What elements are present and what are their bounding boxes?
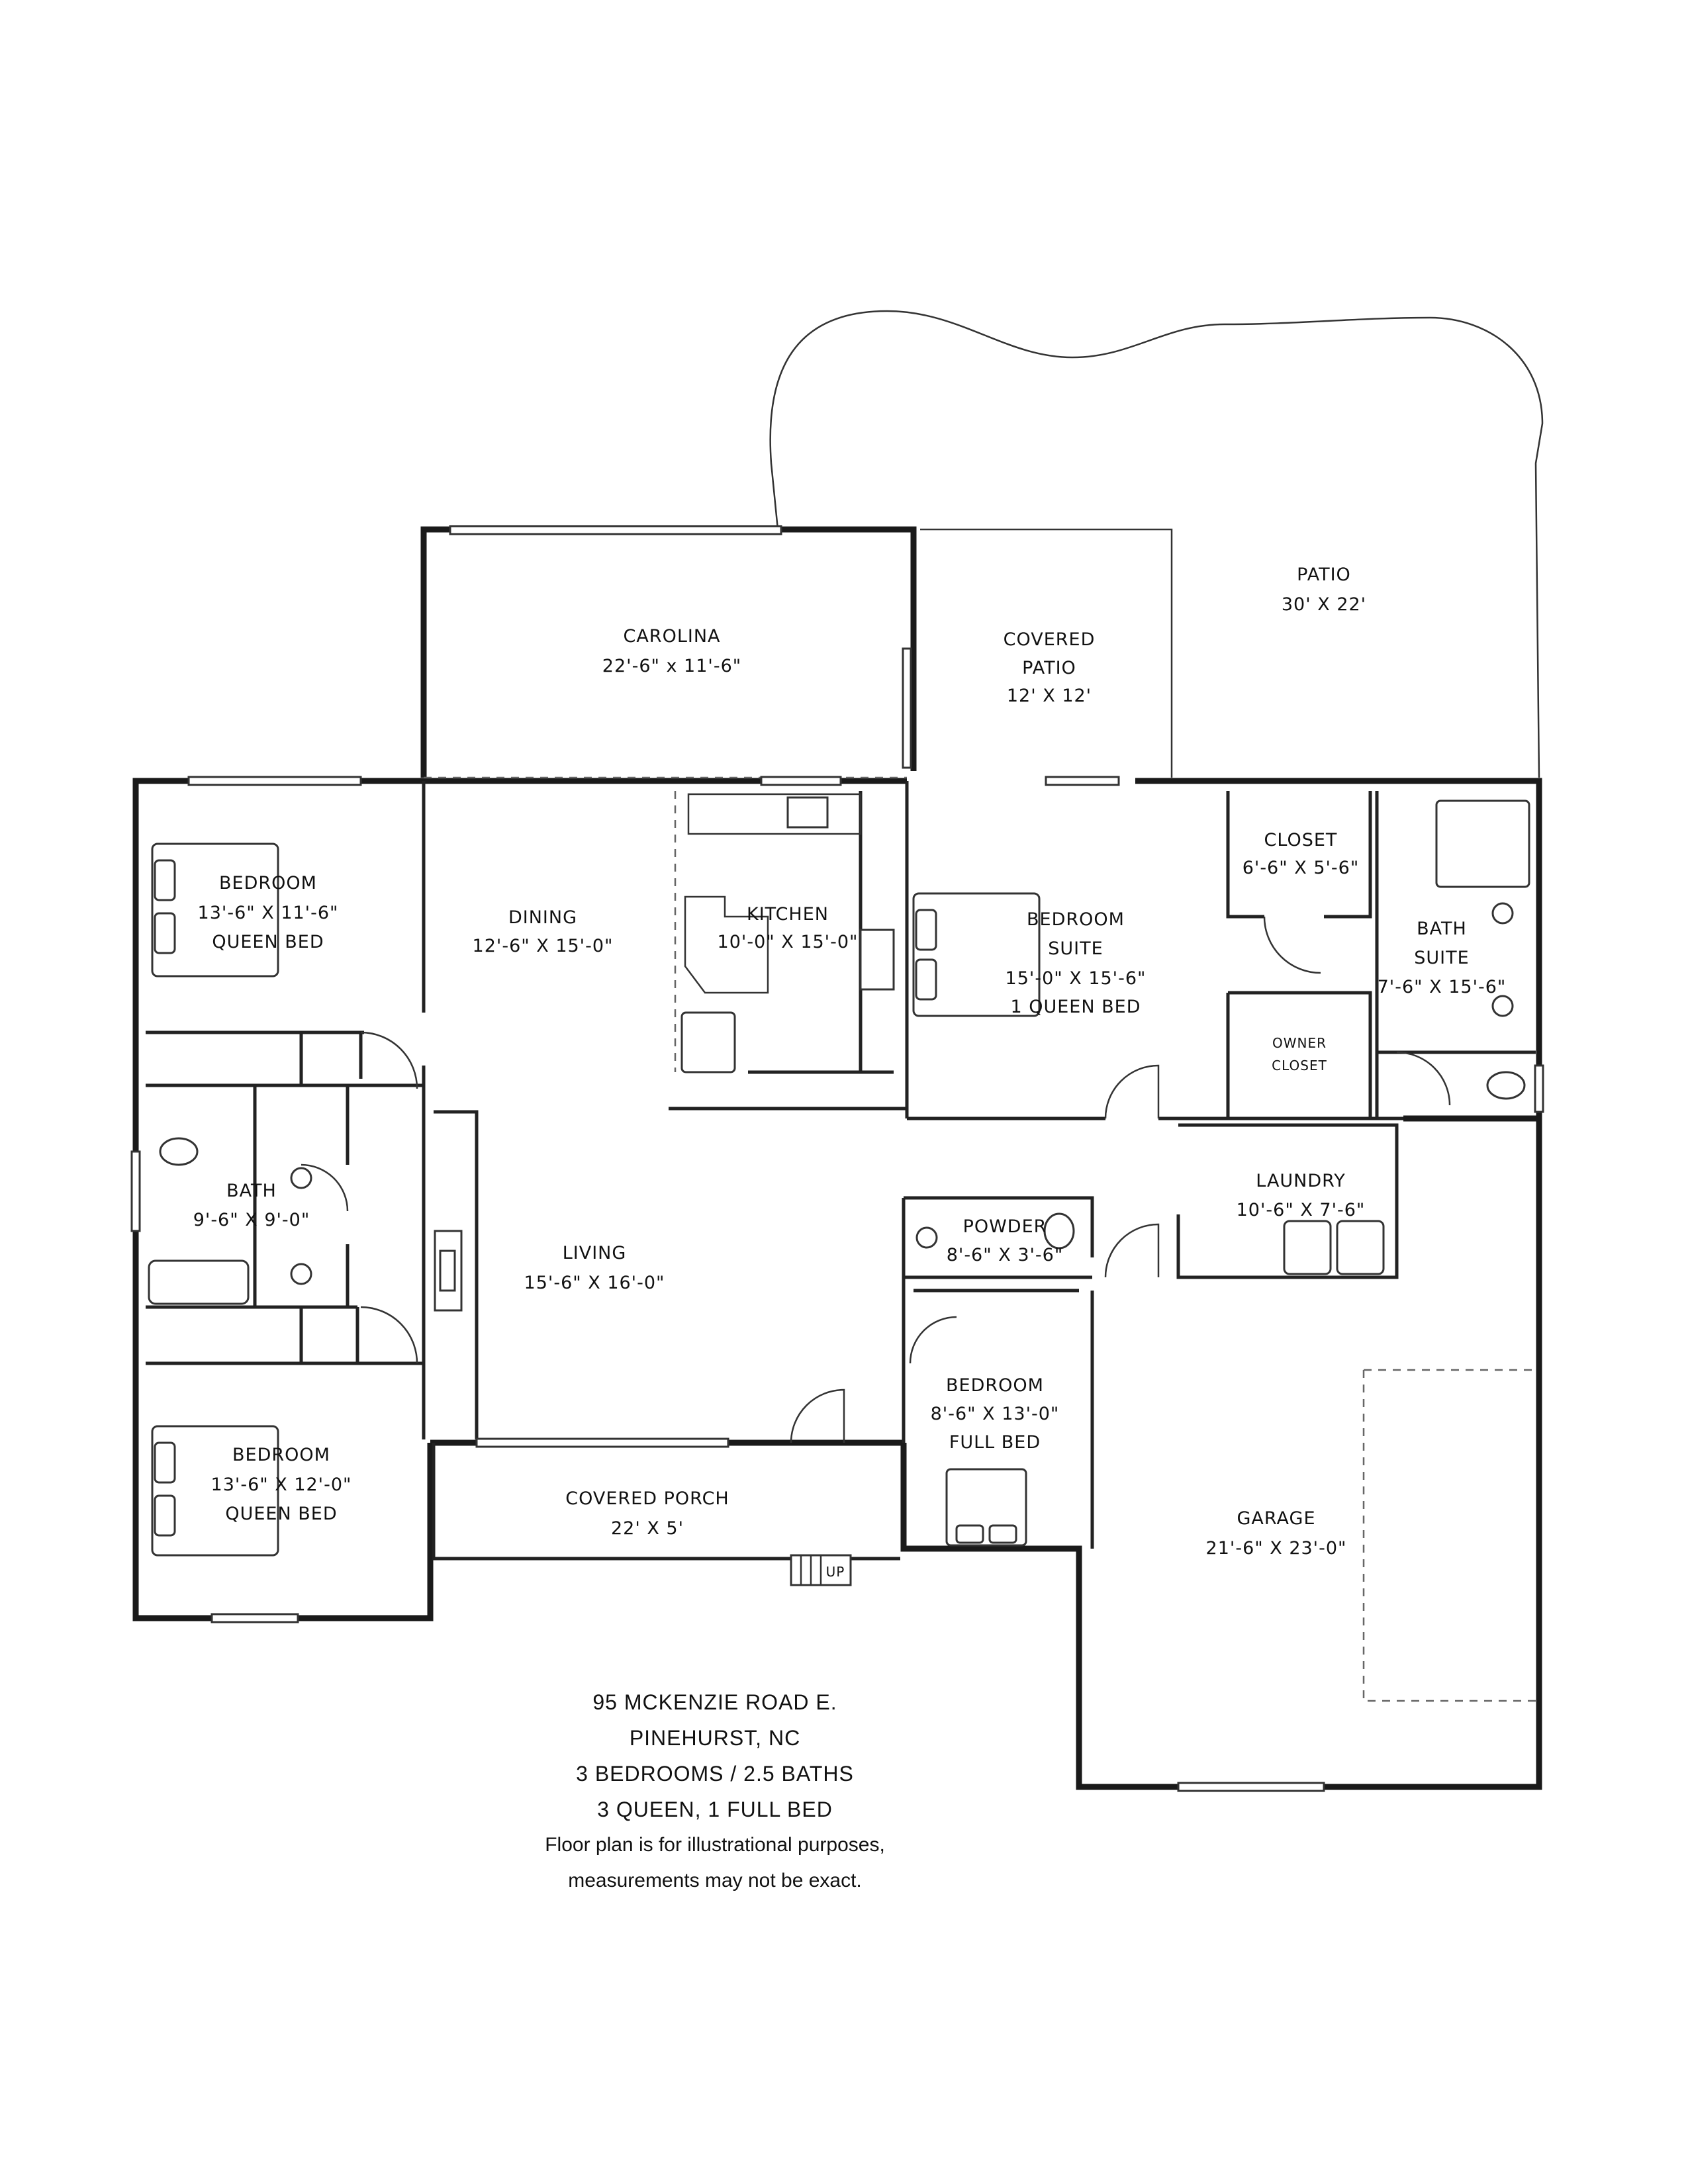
- bedroom-suite-name-1: BEDROOM: [1027, 909, 1125, 930]
- patio-outline: [769, 310, 1544, 778]
- kitchen-name: KITCHEN: [747, 904, 829, 925]
- living-size: 15'-6" X 16'-0": [524, 1273, 665, 1293]
- carolina-name: CAROLINA: [623, 626, 720, 647]
- covered-patio-name-2: PATIO: [1022, 658, 1076, 678]
- owner-closet-name-2: CLOSET: [1272, 1058, 1327, 1073]
- living-name: LIVING: [563, 1243, 627, 1263]
- carolina-walls: [420, 526, 917, 778]
- door-swings: [301, 916, 1451, 1443]
- laundry-size: 10'-6" X 7'-6": [1237, 1200, 1366, 1220]
- covered-patio-name-1: COVERED: [1004, 629, 1096, 650]
- caption-note-2: measurements may not be exact.: [568, 1870, 862, 1891]
- porch-outline: [432, 1443, 900, 1561]
- caption-note-1: Floor plan is for illustrational purpose…: [545, 1834, 885, 1856]
- dashed-openings: [424, 776, 1536, 1702]
- carolina-size: 22'-6" x 11'-6": [602, 656, 741, 676]
- laundry-name: LAUNDRY: [1256, 1171, 1345, 1191]
- bedroom-nw-name: BEDROOM: [219, 873, 317, 893]
- kitchen-size: 10'-0" X 15'-0": [718, 932, 859, 952]
- bath-size: 9'-6" X 9'-0": [193, 1210, 310, 1230]
- closet-size: 6'-6" X 5'-6": [1243, 858, 1360, 878]
- caption-city: PINEHURST, NC: [629, 1726, 801, 1750]
- bath-suite-size: 7'-6" X 15'-6": [1378, 977, 1507, 997]
- caption-address: 95 MCKENZIE ROAD E.: [592, 1690, 837, 1714]
- bath-name: BATH: [226, 1181, 277, 1201]
- bedroom-sw-bed: QUEEN BED: [225, 1504, 337, 1524]
- dining-name: DINING: [508, 907, 577, 928]
- bedroom-sw-name: BEDROOM: [232, 1445, 330, 1465]
- garage-size: 21'-6" X 23'-0": [1206, 1538, 1347, 1559]
- covered-porch-name: COVERED PORCH: [565, 1488, 729, 1509]
- bath-suite-name-1: BATH: [1417, 919, 1467, 939]
- bedroom-nw-size: 13'-6" X 11'-6": [198, 903, 339, 923]
- powder-size: 8'-6" X 3'-6": [947, 1245, 1064, 1265]
- bath-suite-name-2: SUITE: [1414, 948, 1469, 968]
- patio-name: PATIO: [1297, 565, 1351, 585]
- caption-summary: 3 BEDROOMS / 2.5 BATHS: [576, 1762, 854, 1786]
- closet-name: CLOSET: [1264, 830, 1338, 850]
- garage-name: GARAGE: [1237, 1508, 1315, 1529]
- bedroom-suite-bed: 1 QUEEN BED: [1010, 997, 1141, 1017]
- covered-porch-size: 22' X 5': [611, 1518, 684, 1539]
- interior-walls: [146, 781, 1536, 1549]
- powder-name: POWDER: [963, 1216, 1047, 1237]
- windows: [130, 525, 1544, 1792]
- stairs-up-label: UP: [826, 1564, 845, 1580]
- fixtures: [148, 793, 1530, 1557]
- bedroom-sw-size: 13'-6" X 12'-0": [211, 1475, 352, 1495]
- bedroom-suite-size: 15'-0" X 15'-6": [1006, 968, 1147, 989]
- bedroom-suite-name-2: SUITE: [1048, 938, 1103, 959]
- bedroom-nw-bed: QUEEN BED: [212, 932, 324, 952]
- bedroom-full-bed: FULL BED: [949, 1432, 1041, 1453]
- garage-walls: [900, 1115, 1542, 1790]
- bedroom-full-name: BEDROOM: [946, 1375, 1044, 1396]
- room-labels: PATIO 30' X 22' CAROLINA 22'-6" x 11'-6"…: [193, 565, 1507, 1559]
- covered-patio-size: 12' X 12': [1007, 686, 1092, 706]
- porch-stairs: UP: [790, 1554, 852, 1586]
- covered-patio-outline: [920, 528, 1173, 778]
- caption-beds: 3 QUEEN, 1 FULL BED: [597, 1797, 833, 1821]
- bedroom-full-size: 8'-6" X 13'-0": [931, 1404, 1060, 1424]
- patio-size: 30' X 22': [1282, 594, 1366, 615]
- owner-closet-name-1: OWNER: [1272, 1035, 1327, 1051]
- dining-size: 12'-6" X 15'-0": [473, 936, 614, 956]
- plan-caption: 95 MCKENZIE ROAD E. PINEHURST, NC 3 BEDR…: [371, 1684, 1059, 1899]
